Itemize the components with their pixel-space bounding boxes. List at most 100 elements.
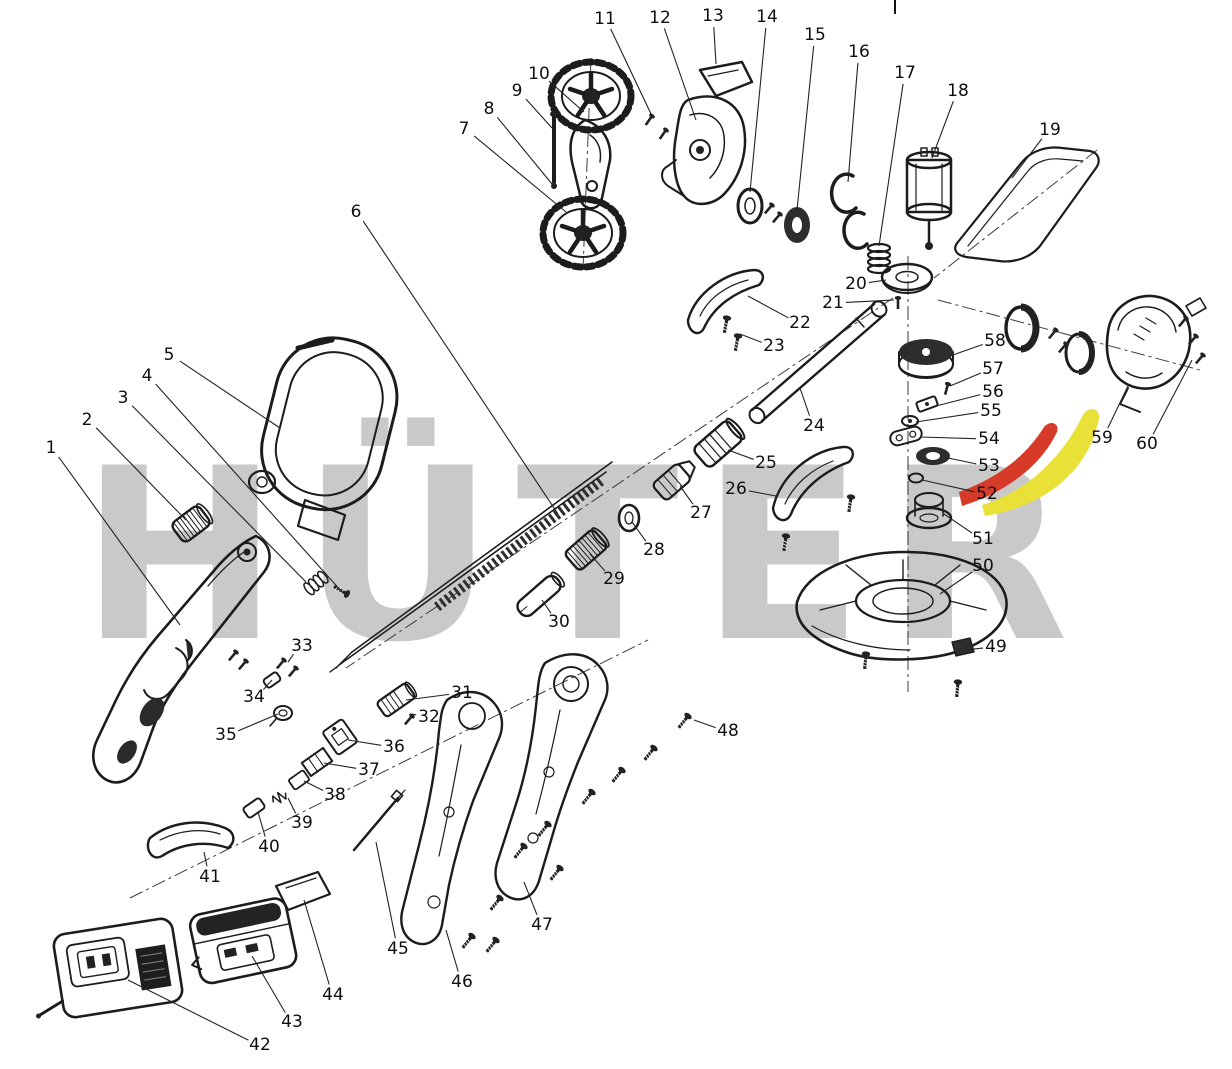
leader-line-55 [915, 412, 979, 423]
leader-line-17 [878, 83, 904, 247]
part-number-7: 7 [459, 119, 470, 139]
part-number-39: 39 [291, 813, 313, 833]
leader-line-56 [935, 394, 981, 407]
leader-line-11 [610, 28, 653, 117]
part-56-clamp [915, 395, 939, 413]
part-3-spring [303, 570, 329, 596]
part-number-30: 30 [548, 612, 570, 632]
part-35-grommet [269, 705, 293, 727]
part-58-fan-rotor [898, 339, 954, 379]
part-number-51: 51 [972, 529, 994, 549]
leader-line-23 [739, 333, 762, 343]
part-60-screws [1175, 297, 1209, 367]
leader-line-8 [496, 117, 553, 185]
part-number-28: 28 [643, 540, 665, 560]
part-number-55: 55 [980, 401, 1002, 421]
leader-line-53 [947, 457, 977, 465]
part-number-40: 40 [258, 837, 280, 857]
part-number-9: 9 [512, 81, 523, 101]
part-number-19: 19 [1039, 120, 1061, 140]
leader-line-9 [525, 98, 553, 129]
part-number-17: 17 [894, 63, 916, 83]
part-42-charger [36, 917, 184, 1019]
part-44-cover-plate [274, 870, 332, 912]
brand-logo-swoosh [959, 409, 1100, 516]
leader-line-16 [847, 62, 859, 183]
leader-line-26 [748, 490, 777, 497]
part-19-guard-frame [954, 146, 1100, 263]
leader-line-34 [263, 679, 273, 690]
part-8-bolt [551, 183, 557, 189]
leader-line-52 [921, 479, 975, 493]
leader-line-1 [58, 456, 181, 626]
part-number-31: 31 [451, 683, 473, 703]
part-number-47: 47 [531, 915, 553, 935]
leader-line-46 [445, 929, 459, 972]
part-number-42: 42 [249, 1035, 271, 1055]
leader-line-59 [1107, 385, 1129, 429]
part-number-46: 46 [451, 972, 473, 992]
part-number-15: 15 [804, 25, 826, 45]
huter-watermark: HÜTER [80, 418, 1091, 695]
part-29-lock-nut [564, 527, 610, 571]
part-number-27: 27 [690, 503, 712, 523]
part-number-13: 13 [702, 6, 724, 26]
part-46-handle-shell-left [400, 690, 504, 946]
part-number-5: 5 [164, 345, 175, 365]
part-number-49: 49 [985, 637, 1007, 657]
part-30-shaft-sleeve [516, 571, 566, 618]
part-13-cover-plate [698, 60, 754, 98]
leader-line-57 [949, 372, 982, 387]
part-number-50: 50 [972, 556, 994, 576]
leader-line-21 [845, 299, 895, 304]
leader-line-12 [663, 28, 697, 121]
part-10-wheel-upper [547, 58, 635, 134]
part-number-24: 24 [803, 416, 825, 436]
leader-line-42 [127, 979, 249, 1041]
leader-line-36 [347, 739, 382, 746]
part-number-22: 22 [789, 313, 811, 333]
leader-line-31 [405, 693, 450, 701]
part-1-rear-handle [91, 534, 271, 784]
part-number-25: 25 [755, 453, 777, 473]
part-15-gear [784, 207, 810, 243]
part-41-handle-bracket [146, 821, 235, 859]
part-50-guard [795, 550, 1008, 699]
part-28-ring [617, 503, 641, 533]
leader-line-47 [523, 881, 538, 916]
part-number-6: 6 [351, 202, 362, 222]
leader-line-30 [541, 599, 552, 614]
part-number-41: 41 [199, 867, 221, 887]
leader-line-35 [237, 713, 279, 732]
part-55-washer [901, 415, 919, 427]
part-number-54: 54 [978, 429, 1000, 449]
part-number-33: 33 [291, 636, 313, 656]
part-number-48: 48 [717, 721, 739, 741]
leader-line-14 [749, 27, 767, 193]
part-45-cable-tie [352, 789, 406, 852]
leader-line-24 [799, 387, 811, 416]
leader-line-29 [589, 553, 606, 572]
part-number-26: 26 [725, 479, 747, 499]
leader-line-3 [131, 405, 307, 583]
leader-line-5 [179, 360, 281, 429]
leader-line-49 [963, 647, 984, 651]
part-23-screw [718, 313, 734, 336]
leader-line-20 [868, 279, 887, 284]
part-number-38: 38 [324, 785, 346, 805]
part-22-shaft-cover-upper [686, 268, 765, 354]
part-38-contact [288, 769, 310, 791]
part-47-handle-shell-right [494, 653, 609, 901]
leader-line-18 [931, 101, 954, 159]
part-number-34: 34 [243, 687, 265, 707]
part-31-connector [376, 681, 418, 718]
part-number-14: 14 [756, 7, 778, 27]
leader-line-44 [303, 899, 330, 985]
leader-line-2 [95, 427, 187, 521]
part-59-motor-housing [1105, 294, 1192, 413]
leader-line-25 [727, 449, 754, 460]
leader-line-48 [693, 719, 716, 729]
leader-line-45 [375, 841, 396, 939]
